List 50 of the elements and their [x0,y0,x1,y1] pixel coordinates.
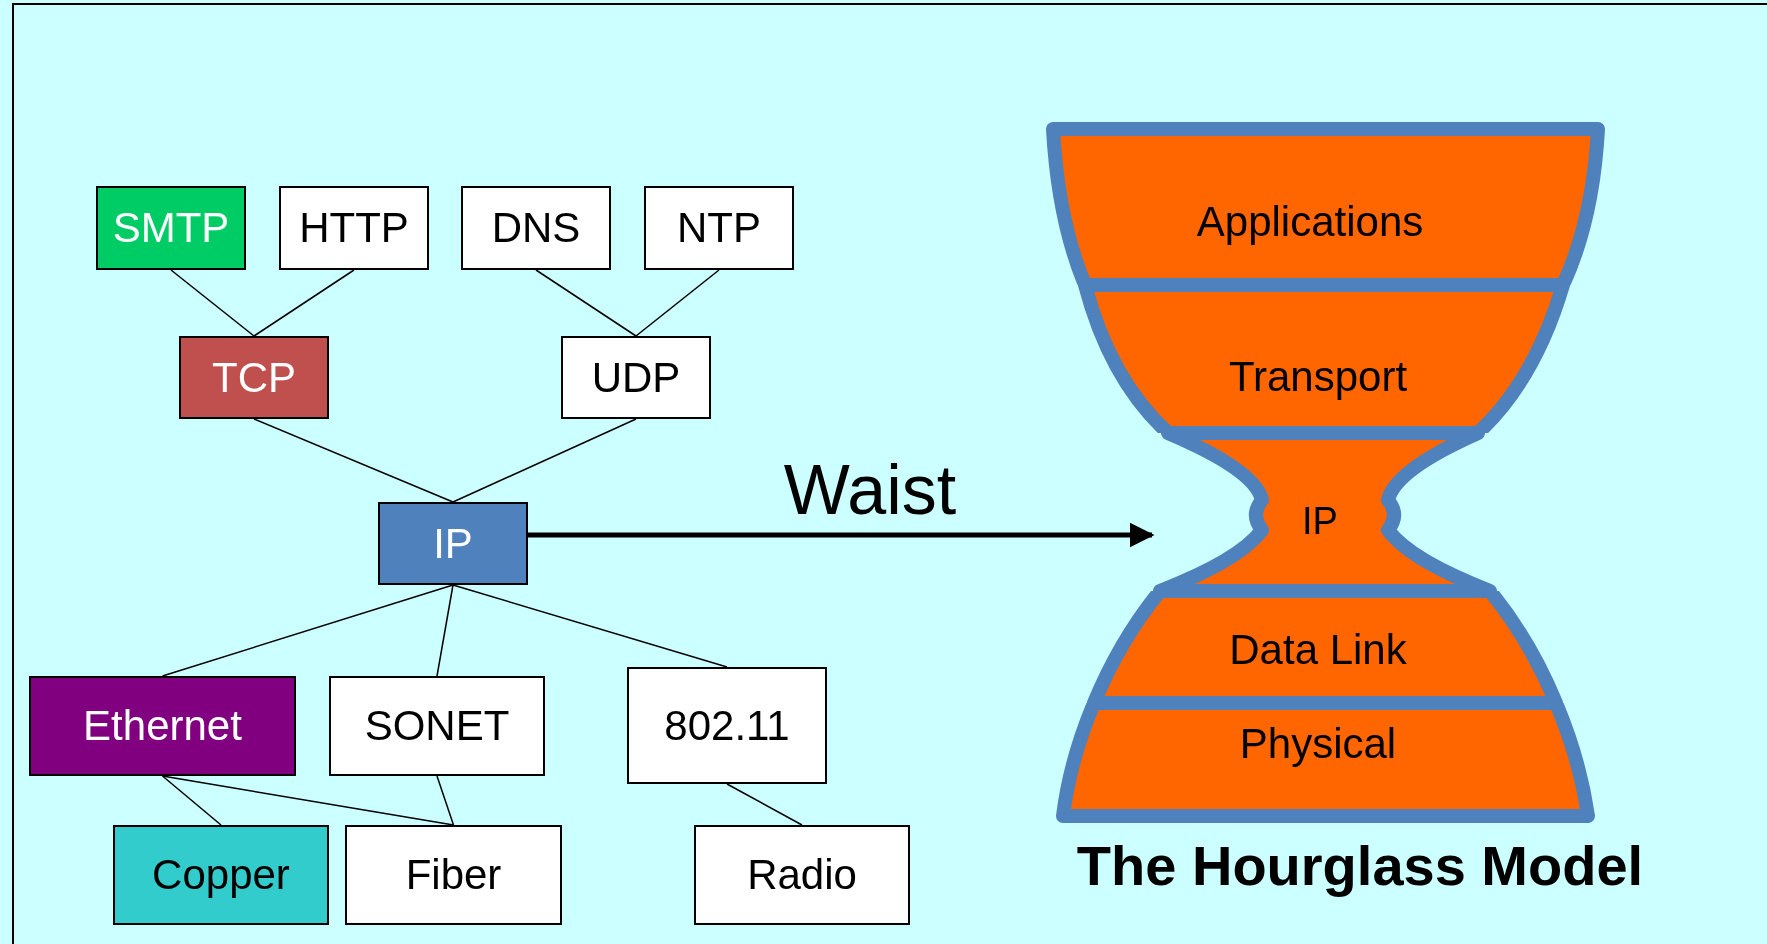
box-label: 802.11 [664,704,790,747]
layer-label: Applications [1196,201,1424,243]
layer-label: Data Link [1229,629,1407,671]
hourglass-layer [1086,591,1564,703]
protocol-box [29,676,296,776]
edge-label: Waist [783,455,957,525]
protocol-box [279,186,429,270]
connector-line [436,584,454,677]
protocol-box [694,825,910,925]
arrow [528,522,1155,548]
connector-line [726,783,803,826]
layer-label: Transport [1228,356,1408,398]
protocol-box [345,825,562,925]
protocol-box [96,186,246,270]
box-label: DNS [491,207,581,249]
box-label: SMTP [112,207,230,249]
box-label: Radio [747,854,857,896]
connector-line [452,584,728,668]
box-label: Ethernet [83,705,242,747]
connector-line [161,775,222,826]
protocol-box [179,336,329,419]
connector-line [253,418,454,503]
hourglass-layer [1077,285,1571,433]
connector-line [452,418,637,503]
box-label: Copper [152,854,290,896]
protocol-box [627,667,827,784]
connector-line [635,269,720,337]
layer-label: IP [1302,502,1338,540]
box-label: TCP [212,356,296,399]
hourglass-layer [1152,433,1498,591]
protocol-box [561,336,711,419]
box-label: SONET [364,705,510,747]
connector-line [253,269,355,337]
connector-line [535,269,637,337]
protocol-box [329,676,545,776]
protocol-box [644,186,794,270]
box-label: UDP [591,356,681,399]
box-label: Fiber [405,854,502,896]
hourglass-layer [1055,703,1596,824]
connector-line [170,269,255,337]
connector-line [436,775,455,826]
layer-label: Physical [1239,723,1397,765]
protocol-box [113,825,329,925]
connector-line [161,584,454,677]
box-label: HTTP [299,207,409,249]
box-label: IP [433,522,473,565]
hourglass-layer [1045,121,1606,285]
protocol-box [378,502,528,585]
protocol-box [461,186,611,270]
box-label: NTP [677,207,761,249]
